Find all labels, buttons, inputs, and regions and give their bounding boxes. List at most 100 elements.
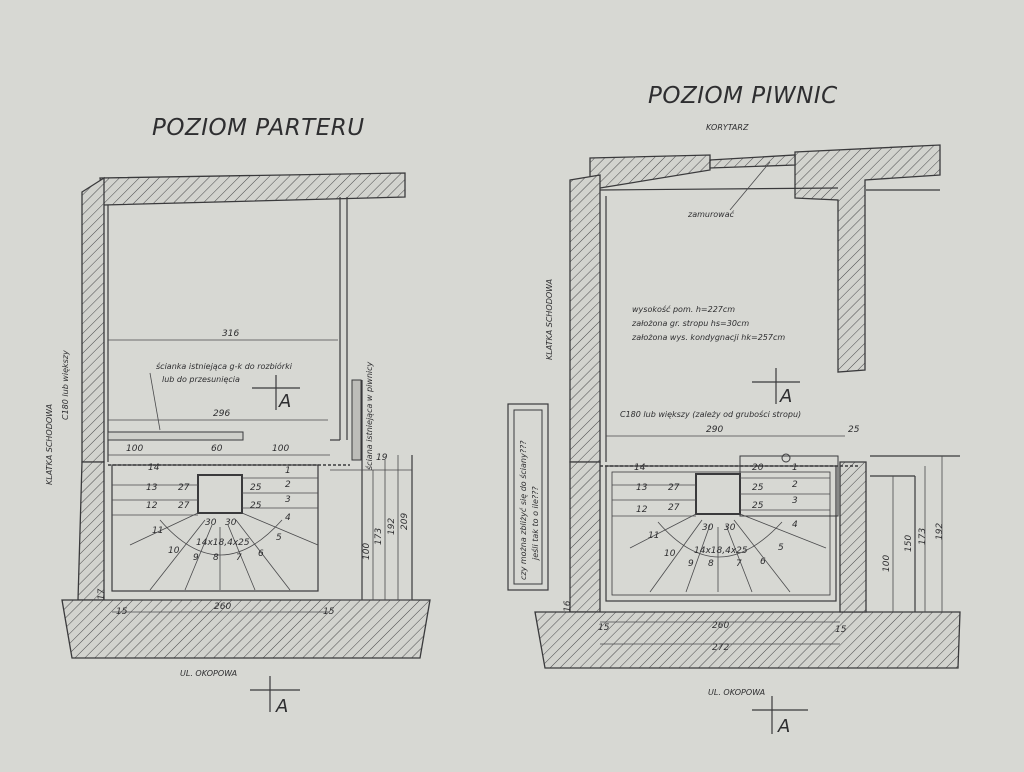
piwnic-section-mark: A [777, 716, 791, 737]
piwnic-title: POZIOM PIWNIC [648, 83, 838, 109]
parter-step-13: 13 [146, 483, 158, 493]
parter-dim-296: 296 [213, 409, 230, 419]
piwnic-step-30a: 30 [702, 523, 714, 533]
parter-d25a: 25 [250, 483, 262, 493]
parter-step-7: 7 [236, 553, 242, 563]
parter-step-10: 10 [168, 546, 180, 556]
parter-step-30b: 30 [225, 518, 237, 528]
piwnic-zamurowac: zamurować [687, 209, 735, 219]
parter-klatka-label: KLATKA SCHODOWA [45, 404, 54, 485]
piwnic-step-7: 7 [736, 559, 742, 569]
piwnic-d20: 20 [752, 463, 764, 473]
parter-section-mark-mid: A [278, 391, 292, 412]
parter-step-9: 9 [193, 553, 199, 563]
piwnic-dim-192: 192 [935, 523, 945, 540]
parter-step-12: 12 [146, 501, 158, 511]
plan-parter: POZIOM PARTERU 316 296 ścianka istniejąc… [45, 115, 431, 717]
parter-dim-100b: 100 [272, 444, 289, 454]
piwnic-stair-well [695, 473, 741, 515]
piwnic-dim-290: 290 [706, 425, 723, 435]
parter-step-11: 11 [152, 526, 163, 536]
parter-step-3: 3 [285, 495, 291, 505]
parter-dim-60: 60 [211, 444, 223, 454]
parter-d25b: 25 [250, 501, 262, 511]
parter-step-6: 6 [258, 549, 264, 559]
piwnic-tread-depth: 14x18,4x25 [694, 546, 748, 556]
parter-dim-19: 19 [376, 453, 388, 463]
parter-street: UL. OKOPOWA [180, 669, 237, 678]
parter-step-4: 4 [285, 513, 291, 523]
piwnic-dim-260: 260 [712, 621, 729, 631]
parter-section-mark: A [275, 696, 289, 717]
parter-dim-15b: 15 [323, 607, 335, 617]
piwnic-left-wall-lower [569, 461, 601, 613]
parter-dim-15a: 15 [116, 607, 128, 617]
parter-dim-100a: 100 [126, 444, 143, 454]
piwnic-step-2: 2 [792, 480, 798, 490]
parter-dim-192: 192 [387, 518, 397, 535]
parter-step-8: 8 [213, 553, 219, 563]
piwnic-c180-note: C180 lub większy (zależy od grubości str… [620, 409, 801, 419]
parter-stair-well [197, 474, 243, 514]
parter-top-wall [99, 172, 406, 206]
parter-d27b: 27 [178, 501, 190, 511]
piwnic-question-1: czy można zbliżyć się do ściany??? [518, 440, 528, 580]
parter-existing-wall-note: ściana istniejąca w piwnicy [364, 361, 374, 470]
piwnic-step-30b: 30 [724, 523, 736, 533]
piwnic-wys-1: wysokość pom. h=227cm [632, 304, 735, 314]
piwnic-step-4: 4 [792, 520, 798, 530]
parter-tread-depth: 14x18,4x25 [196, 538, 250, 548]
piwnic-bottom-wall [534, 611, 961, 669]
parter-dim-100v: 100 [362, 543, 372, 560]
parter-d27a: 27 [178, 483, 190, 493]
piwnic-section-mark-mid: A [779, 386, 793, 407]
piwnic-step-11: 11 [648, 531, 659, 541]
piwnic-question-box [507, 403, 549, 591]
parter-dim-209: 209 [400, 513, 410, 530]
piwnic-dim-16: 16 [563, 600, 573, 612]
piwnic-question-2: jeśli tak to o ile??? [530, 486, 540, 561]
piwnic-dim-173: 173 [918, 528, 928, 545]
piwnic-top-wall-left [589, 154, 711, 191]
piwnic-d27a: 27 [668, 483, 680, 493]
piwnic-step-13: 13 [636, 483, 648, 493]
piwnic-step-6: 6 [760, 557, 766, 567]
piwnic-step-3: 3 [792, 496, 798, 506]
parter-step-30a: 30 [205, 518, 217, 528]
piwnic-klatka-label: KLATKA SCHODOWA [545, 279, 554, 360]
parter-left-wall [81, 176, 105, 463]
piwnic-left-wall [569, 174, 601, 463]
piwnic-street: UL. OKOPOWA [708, 688, 765, 697]
parter-dim-260: 260 [214, 602, 231, 612]
piwnic-dim-100v: 100 [882, 555, 892, 572]
piwnic-step-8: 8 [708, 559, 714, 569]
piwnic-dim-25: 25 [848, 425, 860, 435]
parter-dim-17: 17 [97, 588, 107, 600]
parter-step-14: 14 [148, 463, 160, 473]
parter-c180-note: C180 lub większy [61, 350, 70, 420]
parter-left-wall-lower [77, 461, 105, 601]
piwnic-bricked-opening [709, 154, 796, 169]
piwnic-step-9: 9 [688, 559, 694, 569]
parter-existing-wall [351, 379, 362, 461]
piwnic-step-5: 5 [778, 543, 784, 553]
parter-note-2: lub do przesunięcia [162, 375, 240, 384]
piwnic-d27b: 27 [668, 503, 680, 513]
piwnic-dim-15b: 15 [835, 625, 847, 635]
parter-gk-partition [107, 431, 244, 441]
parter-step-1: 1 [285, 466, 291, 476]
piwnic-d25b: 25 [752, 501, 764, 511]
piwnic-step-14: 14 [634, 463, 646, 473]
piwnic-korytarz: KORYTARZ [706, 123, 749, 132]
piwnic-dim-150: 150 [904, 535, 914, 552]
parter-title: POZIOM PARTERU [152, 115, 365, 141]
parter-bottom-wall [61, 599, 431, 659]
piwnic-dim-15a: 15 [598, 623, 610, 633]
piwnic-step-12: 12 [636, 505, 648, 515]
piwnic-step-10: 10 [664, 549, 676, 559]
piwnic-right-wall-lower [839, 461, 867, 613]
parter-dim-173: 173 [374, 528, 384, 545]
plan-piwnic: POZIOM PIWNIC KORYTARZ zamurować wysokoś… [507, 83, 961, 737]
